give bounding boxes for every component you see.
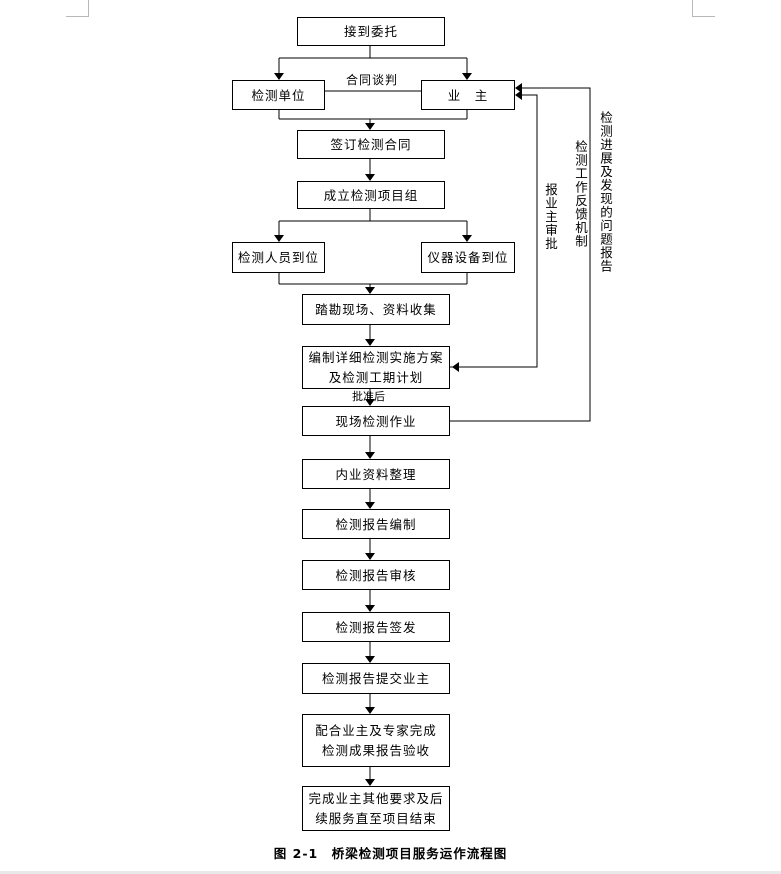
node-label-line2: 检测成果报告验收	[321, 742, 430, 758]
page-corner-mark-right	[692, 0, 715, 17]
node-report-compile: 检测报告编制	[302, 509, 450, 539]
arrow-head	[274, 235, 284, 242]
node-form-project-group: 成立检测项目组	[297, 181, 445, 209]
node-inspection-unit: 检测单位	[232, 80, 325, 110]
page-bottom-edge	[0, 871, 781, 874]
node-label: 检测报告签发	[335, 619, 417, 635]
node-detailed-plan: 编制详细检测实施方案 及检测工期计划	[302, 346, 450, 389]
arrow-head	[452, 362, 459, 372]
node-equipment-ready: 仪器设备到位	[421, 242, 515, 273]
arrow-head	[274, 73, 284, 80]
approval-feedback-line	[450, 94, 538, 368]
node-label: 接到委托	[343, 24, 398, 39]
arrow-head	[515, 90, 522, 100]
node-label: 签订检测合同	[330, 137, 412, 152]
node-site-survey: 踏勘现场、资料收集	[302, 294, 450, 325]
figure-caption: 图 2-1 桥梁检测项目服务运作流程图	[273, 846, 508, 861]
node-label-line1: 完成业主其他要求及后	[308, 790, 444, 806]
progress-feedback-line	[450, 87, 591, 422]
node-sign-contract: 签订检测合同	[297, 130, 445, 159]
arrow-head	[365, 452, 375, 459]
arrow-head	[365, 605, 375, 612]
label-contract-negotiation: 合同谈判	[346, 73, 399, 87]
node-report-submit: 检测报告提交业主	[302, 663, 450, 694]
arrow-head	[365, 656, 375, 663]
label-progress-report: 检测进展及发现的问题报告	[598, 111, 613, 273]
node-data-sorting: 内业资料整理	[302, 459, 450, 489]
node-label: 踏勘现场、资料收集	[315, 302, 437, 317]
node-receive-commission: 接到委托	[297, 17, 445, 46]
node-label: 检测单位	[251, 87, 306, 103]
node-label-line2: 续服务直至项目结束	[315, 810, 437, 826]
node-staff-ready: 检测人员到位	[232, 242, 325, 273]
node-label: 业 主	[447, 87, 489, 103]
arrow-head	[365, 123, 375, 130]
arrow-head	[515, 83, 522, 93]
arrow-head	[365, 287, 375, 294]
node-label: 检测报告审核	[335, 567, 417, 583]
node-field-work: 现场检测作业	[302, 406, 450, 436]
label-owner-approval: 报业主审批	[543, 183, 558, 251]
node-owner: 业 主	[421, 80, 515, 110]
node-acceptance: 配合业主及专家完成 检测成果报告验收	[302, 714, 450, 767]
page-corner-mark-left	[66, 0, 89, 17]
node-label-line2: 及检测工期计划	[328, 369, 424, 385]
node-final-service: 完成业主其他要求及后 续服务直至项目结束	[302, 786, 450, 831]
label-after-approval: 批准后	[352, 390, 385, 403]
node-label: 检测报告编制	[335, 516, 417, 532]
node-label: 现场检测作业	[335, 413, 417, 429]
arrow-head	[365, 779, 375, 786]
node-report-issue: 检测报告签发	[302, 612, 450, 642]
arrow-head	[365, 707, 375, 714]
arrow-head	[365, 553, 375, 560]
node-label: 检测人员到位	[237, 250, 319, 265]
node-label: 内业资料整理	[335, 466, 417, 482]
node-label-line1: 编制详细检测实施方案	[308, 349, 444, 365]
node-label: 仪器设备到位	[427, 250, 509, 265]
arrow-head	[365, 502, 375, 509]
arrow-head	[365, 339, 375, 346]
node-label-line1: 配合业主及专家完成	[315, 722, 437, 738]
arrow-head	[462, 235, 472, 242]
arrow-head	[365, 174, 375, 181]
node-label: 成立检测项目组	[323, 187, 419, 203]
node-report-review: 检测报告审核	[302, 560, 450, 590]
label-feedback-mechanism: 检测工作反馈机制	[573, 140, 588, 248]
arrow-head	[462, 73, 472, 80]
arrow-head	[365, 399, 375, 406]
node-label: 检测报告提交业主	[321, 671, 430, 686]
